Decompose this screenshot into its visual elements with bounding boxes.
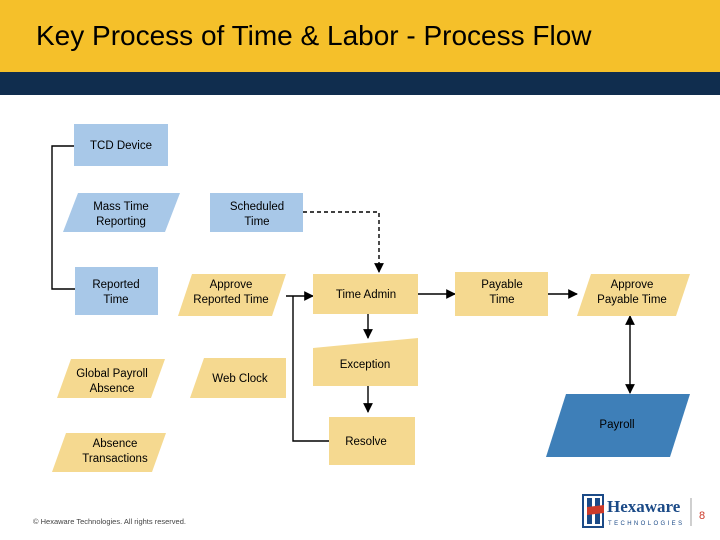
node-tcd-device: TCD Device [74,124,168,166]
node-exception: Exception [313,338,418,386]
svg-text:Resolve: Resolve [345,436,387,448]
svg-text:Mass Time: Mass Time [93,201,149,213]
svg-text:Web Clock: Web Clock [212,373,268,385]
svg-text:Approve: Approve [611,279,654,291]
svg-text:Time: Time [489,294,514,306]
title-underline-bar [0,72,720,95]
svg-text:Reporting: Reporting [96,216,146,228]
node-scheduled-time: Scheduled Time [210,193,303,232]
connectors [51,145,635,442]
svg-text:Scheduled: Scheduled [230,201,284,213]
page-number: 8 [699,510,706,522]
svg-text:TCD Device: TCD Device [90,140,152,152]
copyright-footer: © Hexaware Technologies. All rights rese… [33,517,186,526]
hexaware-logo-name: Hexaware [607,497,681,516]
svg-text:Time Admin: Time Admin [336,289,396,301]
node-payable-time: Payable Time [455,272,548,316]
node-global-payroll-absence: Global Payroll Absence [57,359,165,398]
svg-text:Payable: Payable [481,279,523,291]
svg-text:Reported Time: Reported Time [193,294,268,306]
node-mass-time-reporting: Mass Time Reporting [63,193,180,232]
node-absence-transactions: Absence Transactions [52,433,166,472]
connector-tcd-loop [51,145,75,290]
svg-text:Exception: Exception [340,359,391,371]
svg-text:Transactions: Transactions [82,453,148,465]
svg-text:Payroll: Payroll [599,419,634,431]
node-time-admin: Time Admin [313,274,418,314]
connector-scheduled-to-time-admin [303,211,384,273]
hexaware-logo: Hexaware TECHNOLOGIES [582,494,692,528]
hexaware-logo-tagline: TECHNOLOGIES [608,521,684,527]
node-payroll: Payroll [546,394,690,457]
node-approve-payable-time: Approve Payable Time [577,274,690,316]
svg-text:Absence: Absence [93,438,138,450]
svg-text:Approve: Approve [210,279,253,291]
node-resolve: Resolve [329,417,415,465]
node-approve-reported-time: Approve Reported Time [178,274,286,316]
svg-text:Time: Time [244,216,269,228]
node-reported-time: Reported Time [75,267,158,315]
svg-text:Absence: Absence [90,383,135,395]
svg-text:Time: Time [103,294,128,306]
node-web-clock: Web Clock [190,358,286,398]
svg-text:Payable Time: Payable Time [597,294,667,306]
title-bar [0,0,720,72]
svg-text:Global Payroll: Global Payroll [76,368,148,380]
page-title: Key Process of Time & Labor - Process Fl… [36,20,592,51]
hexaware-logo-mark [582,494,604,528]
connector-resolve-loop [292,296,329,442]
svg-text:Reported: Reported [92,279,139,291]
